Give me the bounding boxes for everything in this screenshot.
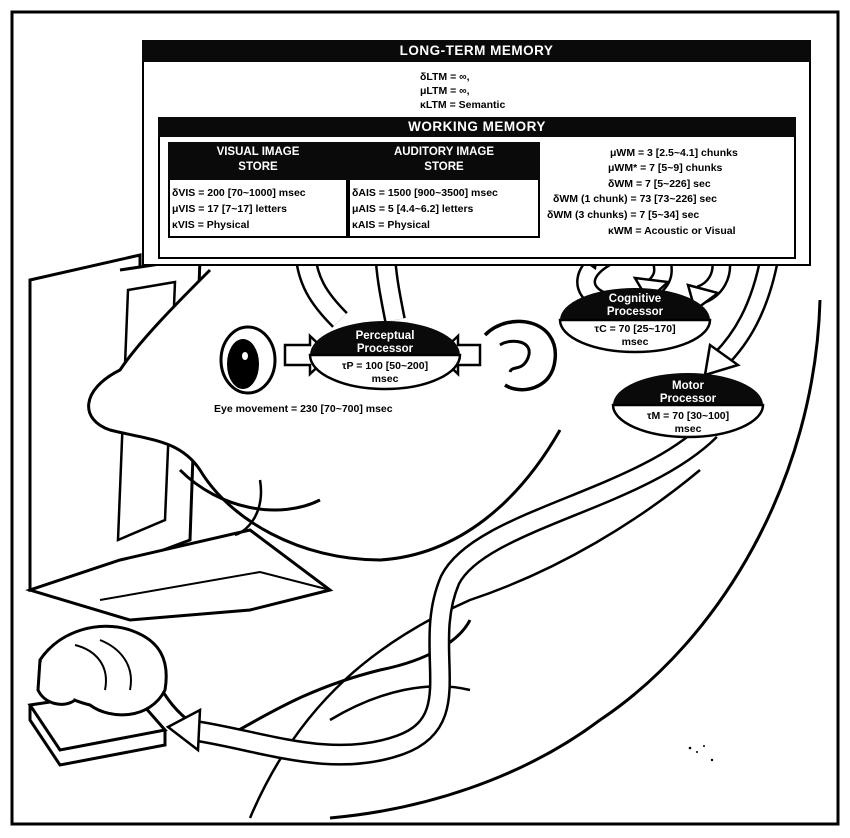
wm-param-3: δWM = 7 [5~226] sec bbox=[608, 178, 711, 190]
scan-speckle bbox=[688, 745, 714, 762]
visual-image-store-title: VISUAL IMAGE STORE bbox=[168, 142, 348, 183]
vis-param-1: δVIS = 200 [70~1000] msec bbox=[172, 187, 306, 199]
ais-param-2: μAIS = 5 [4.4~6.2] letters bbox=[352, 203, 474, 215]
visual-store-title-line1: VISUAL IMAGE bbox=[216, 146, 300, 158]
cognitive-processor-title: Cognitive Processor bbox=[560, 293, 710, 319]
auditory-image-store bbox=[348, 180, 540, 238]
figure-frame bbox=[10, 10, 840, 826]
perceptual-title-line1: Perceptual bbox=[355, 330, 415, 342]
auditory-store-title-line1: AUDITORY IMAGE bbox=[393, 146, 495, 158]
ear-icon bbox=[483, 319, 557, 392]
ais-param-1: δAIS = 1500 [900~3500] msec bbox=[352, 187, 498, 199]
cognitive-title-line2: Processor bbox=[606, 306, 664, 318]
motor-unit: msec bbox=[674, 423, 702, 435]
auditory-store-title-line2: STORE bbox=[424, 161, 464, 173]
hand bbox=[36, 624, 168, 717]
chair-seat-curve bbox=[248, 469, 701, 819]
motor-title-line1: Motor bbox=[672, 380, 704, 392]
ltm-param-2: μLTM = ∞, bbox=[420, 85, 470, 97]
human-head bbox=[87, 268, 562, 562]
wm-title: WORKING MEMORY bbox=[158, 117, 796, 137]
motor-processor-value: τM = 70 [30~100] msec bbox=[613, 410, 763, 436]
eye-movement-label: Eye movement = 230 [70~700] msec bbox=[214, 403, 393, 415]
auditory-image-store-title: AUDITORY IMAGE STORE bbox=[348, 142, 540, 183]
cognitive-to-motor-arrow bbox=[703, 253, 780, 377]
cognitive-processor bbox=[558, 288, 712, 354]
ltm-title: LONG-TERM MEMORY bbox=[142, 40, 811, 62]
eye-icon bbox=[219, 325, 277, 395]
vis-param-3: κVIS = Physical bbox=[172, 219, 250, 231]
motor-output-arrow bbox=[165, 422, 718, 766]
wm-param-5: δWM (3 chunks) = 7 [5~34] sec bbox=[547, 209, 700, 221]
cognitive-title-line1: Cognitive bbox=[608, 293, 662, 305]
cognitive-value: τC = 70 [25~170] bbox=[594, 323, 676, 335]
motor-title-line2: Processor bbox=[659, 393, 717, 405]
perceptual-title-line2: Processor bbox=[356, 343, 414, 355]
cognitive-processor-value: τC = 70 [25~170] msec bbox=[560, 323, 710, 349]
visual-store-title-line2: STORE bbox=[238, 161, 278, 173]
motor-processor-title: Motor Processor bbox=[613, 380, 763, 406]
chair-back bbox=[329, 299, 822, 820]
vis-param-2: μVIS = 17 [7~17] letters bbox=[172, 203, 287, 215]
motor-value: τM = 70 [30~100] bbox=[646, 410, 730, 422]
visual-image-store bbox=[168, 180, 348, 238]
ais-param-3: κAIS = Physical bbox=[352, 219, 430, 231]
ltm-param-3: κLTM = Semantic bbox=[420, 99, 506, 111]
ltm-param-1: δLTM = ∞, bbox=[420, 71, 470, 83]
wm-param-4: δWM (1 chunk) = 73 [73~226] sec bbox=[553, 193, 717, 205]
motor-processor bbox=[611, 373, 765, 439]
perceptual-processor-value: τP = 100 [50~200] msec bbox=[310, 360, 460, 386]
perceptual-processor bbox=[308, 321, 462, 391]
wm-param-2: μWM* = 7 [5~9] chunks bbox=[608, 162, 723, 174]
wm-param-6: κWM = Acoustic or Visual bbox=[608, 225, 736, 237]
cognitive-unit: msec bbox=[621, 336, 649, 348]
wm-param-1: μWM = 3 [2.5~4.1] chunks bbox=[610, 147, 738, 159]
perceptual-processor-title: Perceptual Processor bbox=[310, 330, 460, 356]
perceptual-value: τP = 100 [50~200] bbox=[341, 360, 429, 372]
perceptual-unit: msec bbox=[371, 373, 399, 385]
